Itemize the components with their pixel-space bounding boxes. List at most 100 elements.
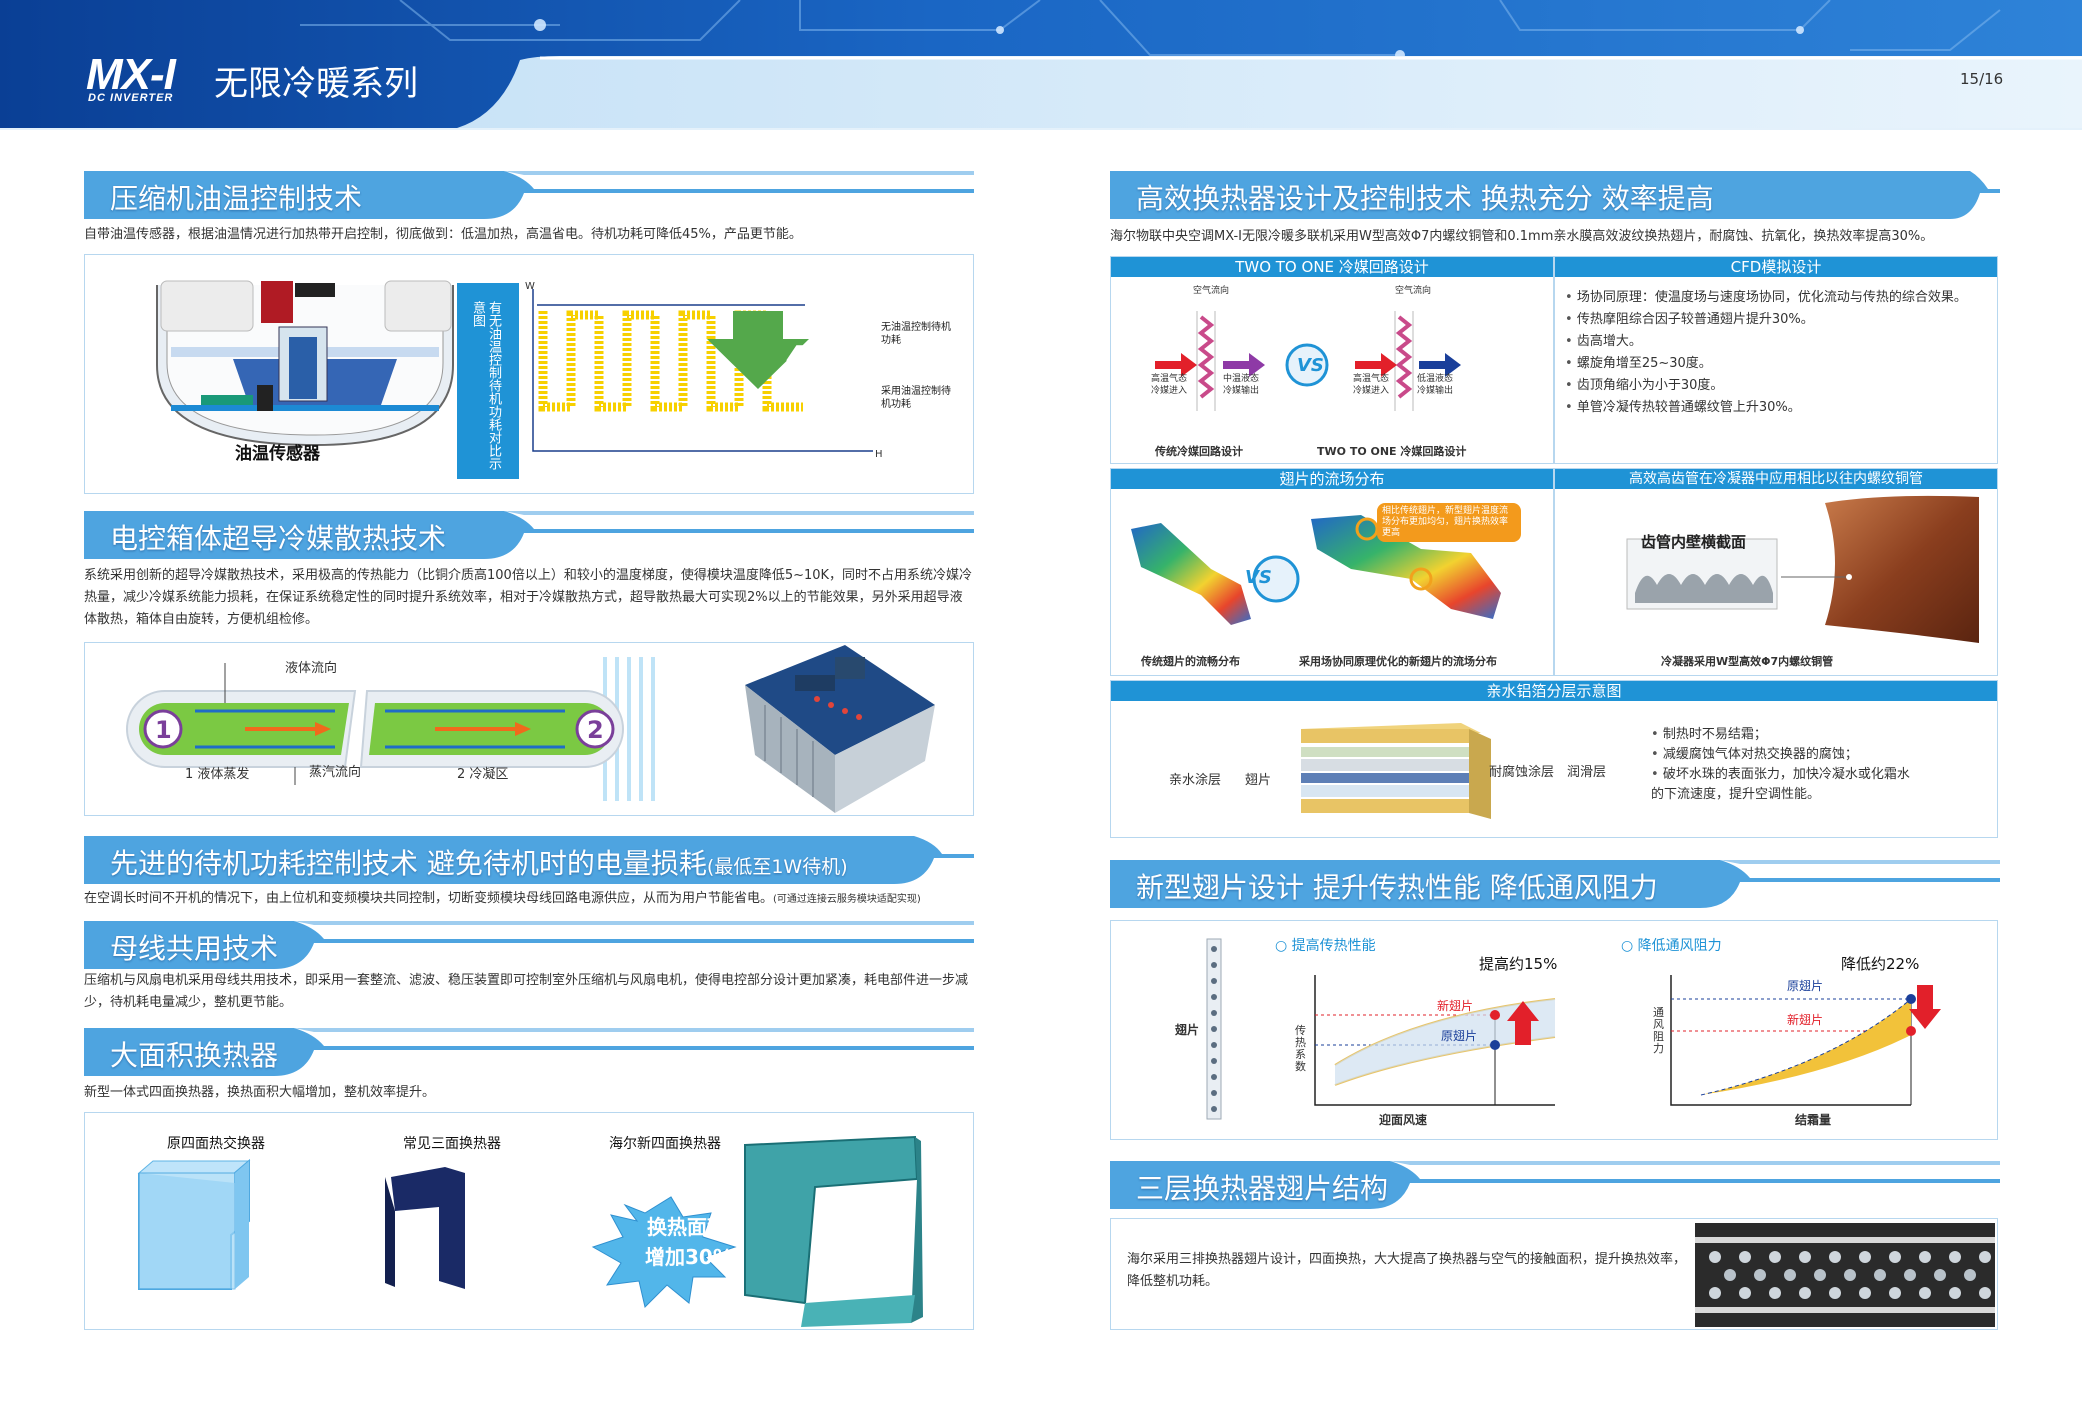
air-resistance-chart [1670, 975, 1941, 1106]
section-heading: 大面积换热器 [110, 1039, 279, 1072]
air-resistance-chart-title: ○ 降低通风阻力 [1621, 938, 1722, 954]
hx-illustrations [137, 1135, 923, 1327]
copper-tube-image [1626, 495, 1979, 643]
tube-cross-section-label: 齿管内壁横截面 [1641, 533, 1747, 551]
list-item: 减缓腐蚀气体对热交换器的腐蚀； [1651, 745, 1921, 765]
section-heading: 先进的待机功耗控制技术 避免待机时的电量损耗(最低至1W待机) [110, 842, 848, 882]
heading-small: (最低至1W待机) [706, 856, 848, 878]
legend-with-control: 采用油温控制待机功耗 [881, 386, 951, 410]
section-description: 新型一体式四面换热器，换热面积大幅增加，整机效率提升。 [84, 1085, 436, 1100]
section-title-oil-temp: 压缩机油温控制技术 [84, 171, 974, 219]
superconduct-figure: 1 2 液体流向 蒸汽流向 1 液体蒸发 2 冷凝区 [84, 642, 974, 816]
list-item: 齿顶角缩小为小于30度。 [1565, 375, 1989, 397]
list-item: 螺旋角增至25~30度。 [1565, 353, 1989, 375]
liquid-flow-label: 液体流向 [285, 661, 338, 676]
fin-comparison-note: 相比传统翅片，新型翅片温度流场分布更加均匀，翅片换热效率更高 [1377, 503, 1521, 542]
section-heading: 高效换热器设计及控制技术 换热充分 效率提高 [1136, 182, 1714, 215]
old-fin-resistance-label: 原翅片 [1787, 979, 1824, 993]
air-flow-label-2: 空气流向 [1395, 286, 1432, 296]
zone-1-number: 1 [155, 716, 172, 744]
section-title-new-fin: 新型翅片设计 提升传热性能 降低通风阻力 [1110, 860, 2000, 908]
section-heading: 新型翅片设计 提升传热性能 降低通风阻力 [1136, 871, 1658, 904]
two-to-one-caption: TWO TO ONE 冷媒回路设计 [1317, 445, 1467, 458]
heat-transfer-improvement: 提高约15% [1479, 955, 1558, 973]
fin-label: 翅片 [1175, 1023, 1200, 1037]
old-fin-series-label: 原翅片 [1441, 1029, 1478, 1043]
vs-badge: VS [1245, 567, 1272, 588]
panel-header: 亲水铝箔分层示意图 [1111, 681, 1997, 701]
chart-side-label: 有无油温控制待机功耗对比示意图 [470, 301, 501, 470]
panel-header: 高效高齿管在冷凝器中应用相比以往内螺纹铜管 [1555, 469, 1997, 489]
list-item: 制热时不易结霜； [1651, 725, 1921, 745]
desc-note: (可通过连接云服务模块适配实现) [773, 894, 921, 905]
panel-header: TWO TO ONE 冷媒回路设计 [1111, 257, 1553, 277]
air-flow-label-1: 空气流向 [1193, 286, 1230, 296]
hot-refrigerant-in-2: 高温气态冷媒进入 [1353, 374, 1390, 396]
fin-layer-label: 翅片 [1245, 773, 1272, 788]
lubrication-layer-label: 润滑层 [1567, 765, 1607, 780]
area-increase-l1: 换热面积 [647, 1215, 727, 1239]
section-heading: 电控箱体超导冷媒散热技术 [110, 522, 447, 555]
series-title: 无限冷暖系列 [214, 64, 418, 104]
hydrophilic-coating-label: 亲水涂层 [1169, 773, 1222, 788]
hx-original-label: 原四面热交换器 [167, 1136, 265, 1152]
new-fin-series-label: 新翅片 [1437, 999, 1474, 1013]
traditional-circuit-caption: 传统冷媒回路设计 [1155, 445, 1243, 458]
list-item: 齿高增大。 [1565, 331, 1989, 353]
section-description: 海尔采用三排换热器翅片设计，四面换热，大大提高了换热器与空气的接触面积，提升换热… [1127, 1252, 1687, 1289]
section-title-large-hx: 大面积换热器 [84, 1028, 974, 1076]
axis-h-label: H [875, 449, 883, 460]
section-heading: 压缩机油温控制技术 [110, 182, 363, 215]
section-heading: 三层换热器翅片结构 [1136, 1172, 1389, 1205]
new-fin-resistance-label: 新翅片 [1787, 1013, 1824, 1027]
y-axis-air-resistance: 通风阻力 [1653, 1006, 1664, 1055]
section-description: 在空调长时间不开机的情况下，由上位机和变频模块共同控制，切断变频模块母线回路电源… [84, 888, 974, 911]
list-item: 破坏水珠的表面张力，加快冷凝水或化霜水的下流速度，提升空调性能。 [1651, 765, 1921, 805]
section-title-three-layer: 三层换热器翅片结构 [1110, 1161, 2000, 1209]
corrosion-coating-label: 耐腐蚀涂层 [1489, 765, 1555, 780]
vs-badge: VS [1297, 355, 1324, 376]
foil-bullet-list: 制热时不易结霜； 减缓腐蚀气体对热交换器的腐蚀； 破坏水珠的表面张力，加快冷凝水… [1651, 725, 1921, 805]
section-description: 自带油温传感器，根据油温情况进行加热带开启控制，彻底做到：低温加热，高温省电。待… [84, 227, 802, 242]
page-number: 15/16 [1960, 70, 2004, 88]
hx-new-four-side-label: 海尔新四面换热器 [609, 1136, 721, 1152]
compressor-illustration [156, 280, 454, 447]
fin-illustration [1206, 938, 1222, 1120]
section-description: 压缩机与风扇电机采用母线共用技术，即采用一套整流、滤波、稳压装置即可控制室外压缩… [84, 973, 969, 1010]
power-drop-label: 功耗下降 [787, 323, 848, 341]
section-title-standby: 先进的待机功耗控制技术 避免待机时的电量损耗(最低至1W待机) [84, 836, 974, 884]
foil-layer-diagram [1301, 723, 1491, 819]
x-axis-air-velocity: 迎面风速 [1379, 1113, 1428, 1127]
heat-transfer-chart-title: ○ 提高传热性能 [1275, 938, 1376, 954]
panel-header: 翅片的流场分布 [1111, 469, 1553, 489]
air-resistance-reduction: 降低约22% [1841, 955, 1920, 973]
copper-tube-caption: 冷凝器采用W型高效Φ7内螺纹铜管 [1661, 655, 1834, 668]
y-axis-heat-coefficient: 传热系数 [1295, 1024, 1306, 1073]
panel-fin-flow: 翅片的流场分布 VS 相比传统翅片，新型翅片温度流场分布更加均匀，翅片换热效率更… [1110, 468, 1554, 676]
panel-hydrophilic-foil: 亲水铝箔分层示意图 亲水涂层 翅片 耐腐蚀涂层 润滑层 制热时不易结霜； 减缓腐… [1110, 680, 1998, 838]
power-drop-percent: 45% [785, 339, 867, 379]
three-layer-figure: 海尔采用三排换热器翅片设计，四面换热，大大提高了换热器与空气的接触面积，提升换热… [1110, 1218, 1998, 1330]
low-refrigerant-out: 低温液态冷媒输出 [1417, 374, 1454, 396]
list-item: 场协同原理：使温度场与速度场协同，优化流动与传热的综合效果。 [1565, 287, 1989, 309]
standby-power-chart [532, 289, 873, 452]
evaporation-zone-label: 1 液体蒸发 [185, 767, 250, 782]
new-fin-caption: 采用场协同原理优化的新翅片的流场分布 [1299, 655, 1497, 668]
panel-header: CFD模拟设计 [1555, 257, 1997, 277]
section-title-busbar: 母线共用技术 [84, 921, 974, 969]
hot-refrigerant-in-1: 高温气态冷媒进入 [1151, 374, 1188, 396]
vapor-flow-label: 蒸汽流向 [309, 765, 362, 780]
logo-subtitle: DC INVERTER [88, 92, 174, 104]
cfd-bullet-list: 场协同原理：使温度场与速度场协同，优化流动与传热的综合效果。 传热摩阻综合因子较… [1565, 287, 1989, 419]
panel-copper-tube: 高效高齿管在冷凝器中应用相比以往内螺纹铜管 齿管内壁横截面 冷凝器采用W型高效Φ… [1554, 468, 1998, 676]
control-board-image [745, 645, 935, 813]
condensing-zone-label: 2 冷凝区 [457, 767, 509, 782]
new-fin-figure: 翅片 ○ 提高传热性能 提高约15% 新翅片 原翅片 传热系数 迎面风速 ○ 降… [1110, 920, 1998, 1140]
list-item: 单管冷凝传热较普通螺纹管上升30%。 [1565, 397, 1989, 419]
panel-refrigerant-circuit: TWO TO ONE 冷媒回路设计 空气流向 空气流向 VS 高温气态冷媒进入 … [1110, 256, 1554, 464]
section-title-superconduct: 电控箱体超导冷媒散热技术 [84, 511, 974, 559]
section-heading: 母线共用技术 [110, 932, 279, 965]
oil-sensor-label: 油温传感器 [235, 444, 320, 464]
chart-side-label-bg [457, 283, 519, 479]
